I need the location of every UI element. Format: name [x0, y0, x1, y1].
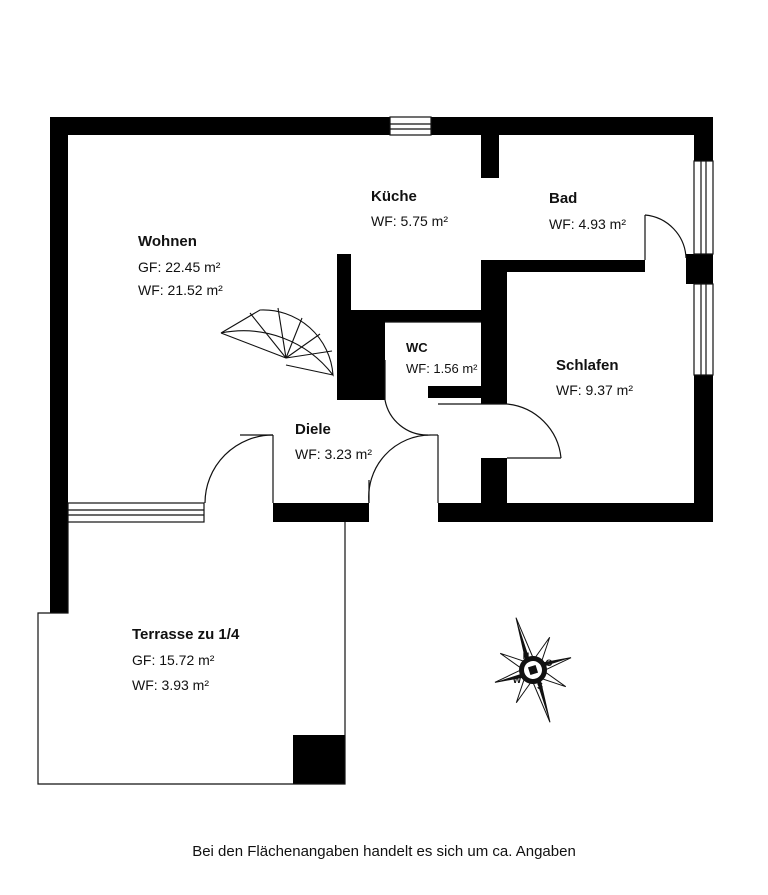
stair-step — [220, 332, 287, 359]
compass-letters: N O S W — [513, 651, 553, 691]
wall-right-mid — [686, 254, 713, 284]
window-terrace — [67, 502, 205, 523]
schlafen-door-arc — [506, 403, 562, 459]
wall-bottom-right — [438, 503, 713, 522]
terrace-door-arc — [204, 434, 274, 504]
room-name-diele: Diele — [295, 421, 331, 438]
window-schlafen — [693, 283, 714, 376]
compass-center — [527, 664, 539, 676]
wall-kueche-bad-top — [481, 135, 499, 178]
stair-step — [285, 350, 333, 359]
room-labels: Wohnen GF: 22.45 m² WF: 21.52 m² Küche W… — [132, 188, 633, 693]
wall-bad-schlafen — [499, 260, 645, 272]
room-name-wohnen: Wohnen — [138, 233, 197, 250]
terrace-corner-block — [293, 735, 345, 784]
wall-wc-left — [337, 314, 385, 400]
bad-door-arc — [644, 214, 687, 259]
compass-ray — [516, 617, 530, 662]
compass-letter-o: O — [545, 658, 552, 668]
wc-door-arc — [384, 399, 429, 436]
stair-step — [285, 333, 321, 359]
walls — [50, 117, 713, 784]
compass-letter-s: S — [537, 681, 543, 691]
compass-ray — [494, 673, 525, 683]
compass-ray — [541, 657, 572, 667]
wall-top-left — [50, 117, 390, 135]
window-bad — [693, 160, 714, 255]
stair-step — [277, 307, 287, 359]
terrace-outline — [37, 522, 346, 785]
compass-ray — [536, 678, 550, 723]
compass-ray — [540, 657, 572, 672]
wall-right-top — [694, 117, 713, 161]
room-name-kueche: Küche — [371, 188, 417, 205]
room-wf-diele: WF: 3.23 m² — [295, 446, 372, 462]
stair-step — [285, 317, 303, 359]
room-name-schlafen: Schlafen — [556, 357, 619, 374]
window-top — [389, 116, 432, 136]
compass-letter-w: W — [513, 675, 522, 685]
room-name-bad: Bad — [549, 190, 577, 207]
thin-lines — [37, 116, 714, 785]
stairs-outline — [220, 309, 334, 377]
footer-note: Bei den Flächenangaben handelt es sich u… — [192, 843, 576, 860]
wall-wc-bottom — [428, 386, 488, 398]
entrance-door-arc — [368, 434, 432, 504]
wall-top-right — [431, 117, 713, 135]
floor-plan: Wohnen GF: 22.45 m² WF: 21.52 m² Küche W… — [37, 116, 714, 785]
room-wf-schlafen: WF: 9.37 m² — [556, 382, 633, 398]
compass-rose — [494, 617, 572, 723]
room-gf-wohnen: GF: 22.45 m² — [138, 259, 221, 275]
room-wf-wohnen: WF: 21.52 m² — [138, 282, 223, 298]
room-wf-terrasse: WF: 3.93 m² — [132, 677, 209, 693]
room-wf-bad: WF: 4.93 m² — [549, 216, 626, 232]
wall-left — [50, 117, 68, 613]
wall-kueche-left — [337, 254, 351, 314]
room-gf-terrasse: GF: 15.72 m² — [132, 652, 215, 668]
spiral-stairs — [220, 307, 334, 377]
stair-step — [285, 364, 334, 376]
compass-letter-n: N — [523, 651, 530, 661]
room-wf-kueche: WF: 5.75 m² — [371, 213, 448, 229]
wall-diele-bottom — [273, 503, 369, 522]
room-name-wc: WC — [406, 340, 428, 355]
doors — [204, 214, 687, 504]
stair-step — [249, 312, 287, 359]
room-wf-wc: WF: 1.56 m² — [406, 361, 478, 376]
room-name-terrasse: Terrasse zu 1/4 — [132, 626, 240, 643]
wall-schlafen-left — [481, 458, 507, 503]
wall-right-bottom — [694, 375, 713, 522]
